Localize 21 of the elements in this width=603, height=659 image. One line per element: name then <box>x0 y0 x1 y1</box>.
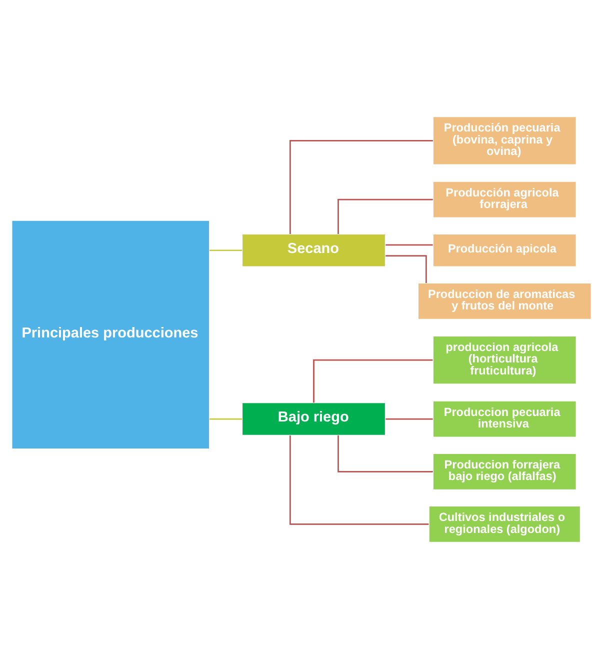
connector <box>289 435 429 525</box>
node-box: Principales producciones <box>11 220 210 450</box>
connector <box>210 418 242 420</box>
node-box: Producción agricola forrajera <box>432 181 577 218</box>
node-box: Produccion pecuaria intensiva <box>432 400 577 438</box>
node-box: Producción apicola <box>432 234 577 268</box>
connector <box>289 140 433 234</box>
node-box: Secano <box>242 234 386 268</box>
connector <box>386 418 433 420</box>
node-box: Cultivos industriales o regionales (algodon) <box>428 506 581 543</box>
connector <box>386 255 427 283</box>
connector <box>210 250 242 252</box>
connector <box>313 359 433 403</box>
connector <box>338 435 433 472</box>
node-box: Produccion de aromaticas y frutos del monte <box>418 282 592 320</box>
node-box: produccion agricola (horticultura fruticultura) <box>432 336 577 385</box>
node-box: Bajo riego <box>242 402 386 436</box>
node-box: Producción pecuaria (bovina, caprina y ovina) <box>432 116 577 166</box>
connector <box>338 198 433 234</box>
connector <box>386 244 433 246</box>
node-box: Produccion forrajera bajo riego (alfalfas) <box>432 453 577 490</box>
